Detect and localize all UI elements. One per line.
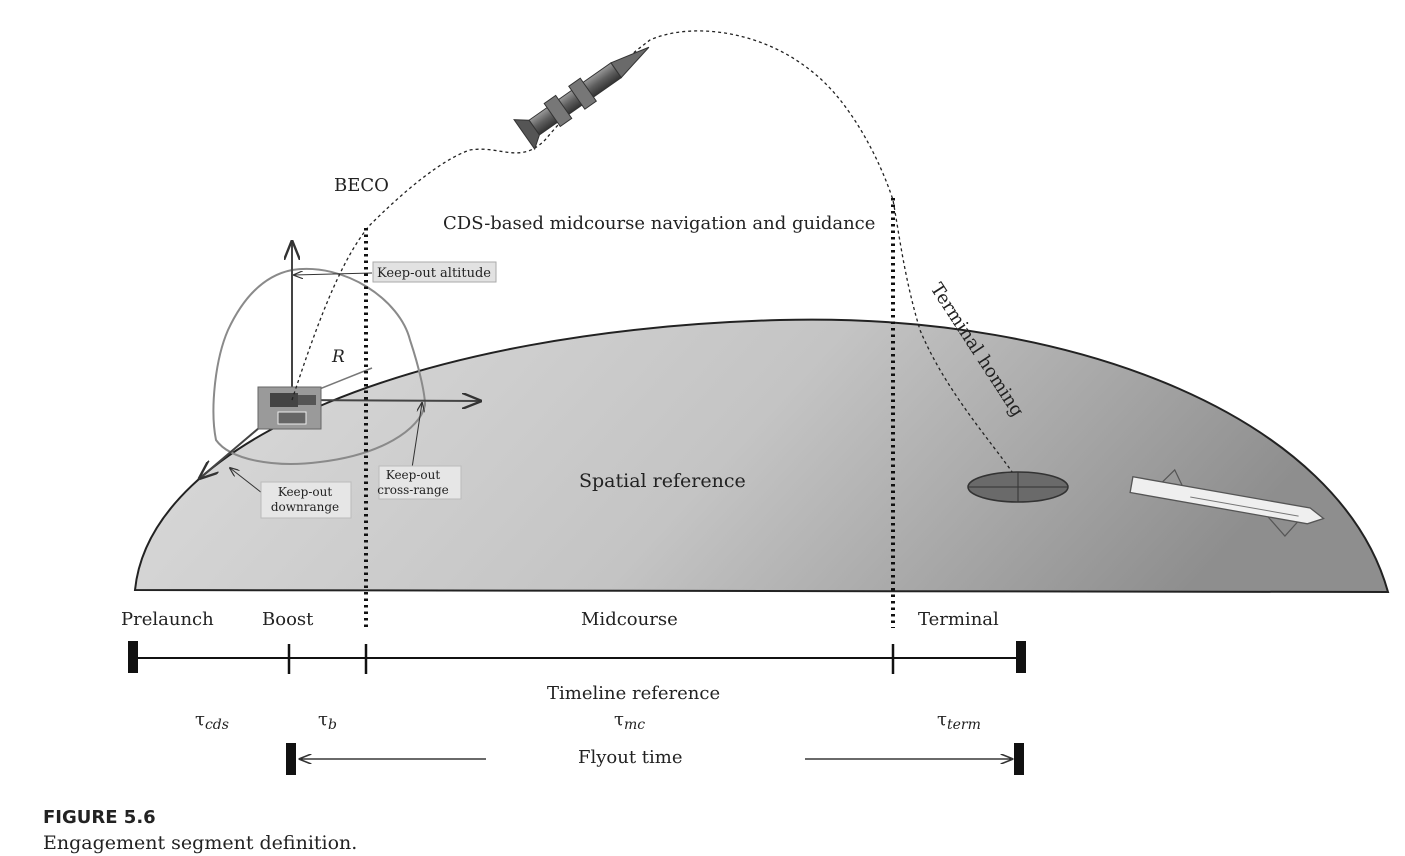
keep-out-downrange-label-2: downrange [271,500,339,514]
phase-terminal: Terminal [918,609,999,630]
flyout-time-label: Flyout time [578,747,683,768]
keep-out-crossrange-box [378,465,462,500]
keep-out-region [212,267,427,465]
phase-prelaunch: Prelaunch [121,609,214,630]
timeline [128,641,1026,674]
tau-mc: τmc [614,709,645,733]
keep-out-downrange-box [260,481,352,519]
target-icon [967,471,1069,503]
tau-term: τterm [937,709,981,733]
missile-icon [513,46,650,151]
tau-cds: τcds [195,709,229,733]
keep-out-downrange-label-1: Keep-out [278,485,333,499]
keep-out-altitude-leader [294,273,373,275]
keep-out-crossrange-label-1: Keep-out [386,468,441,482]
keep-out-downrange-leader [230,468,263,494]
spatial-reference-label: Spatial reference [579,470,746,492]
timeline-reference-label: Timeline reference [547,683,720,704]
phase-midcourse: Midcourse [581,609,678,630]
flyout-indicator [286,743,1024,775]
interceptor-icon [1129,468,1325,537]
trajectory [291,30,1016,477]
range-r-label: R [331,347,345,367]
crossrange-axis [291,400,480,401]
beco-label: BECO [334,175,389,196]
keep-out-crossrange-leader [411,403,422,469]
keep-out-altitude-label: Keep-out altitude [377,266,491,281]
figure-caption-title: FIGURE 5.6 [43,807,156,828]
earth-dome [133,318,1390,594]
keep-out-crossrange-label-2: cross-range [377,483,448,497]
figure-caption: FIGURE 5.6 Engagement segment definition… [43,806,357,856]
launcher-icon [257,386,322,430]
phase-boost: Boost [262,609,314,630]
cds-midcourse-label: CDS-based midcourse navigation and guida… [443,213,875,234]
tau-b: τb [318,709,337,733]
keep-out-altitude-box [372,261,497,283]
figure-caption-text: Engagement segment definition. [43,832,358,854]
